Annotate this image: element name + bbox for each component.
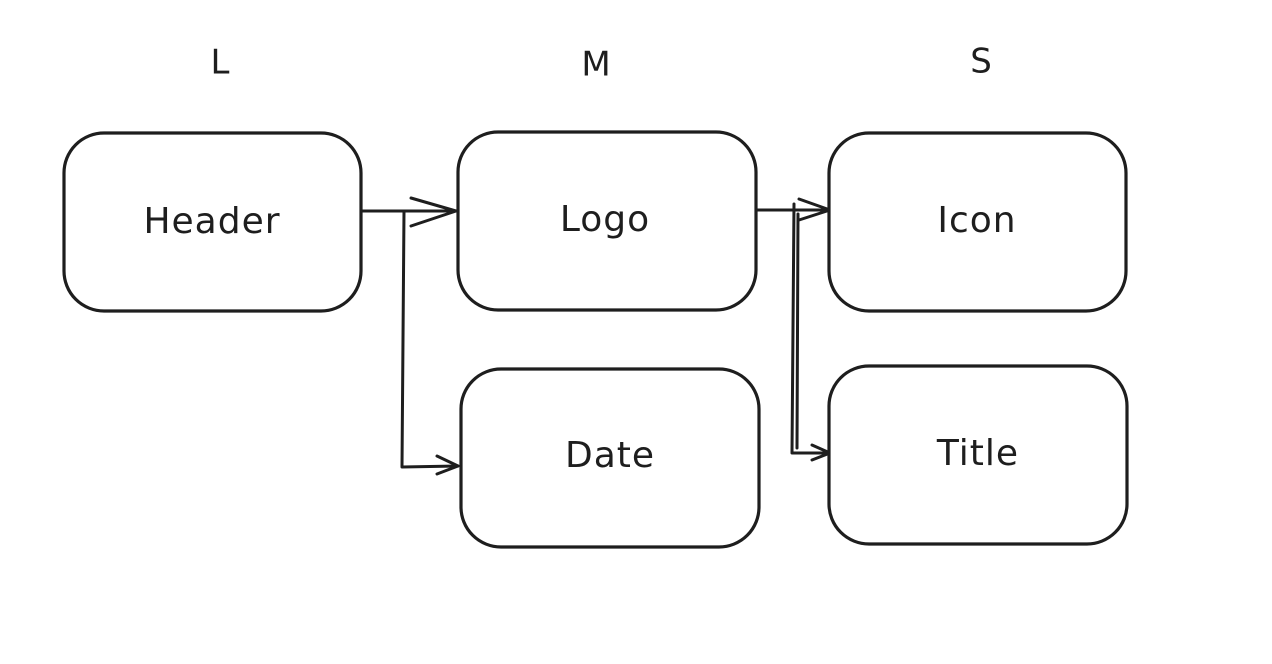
node-header: Header	[62, 131, 363, 313]
edge-header-date	[400, 209, 460, 469]
node-title: Title	[827, 364, 1129, 546]
node-title-label: Title	[936, 433, 1019, 474]
node-date: Date	[459, 367, 761, 549]
node-date-box	[459, 367, 761, 549]
node-icon-label: Icon	[937, 200, 1016, 241]
edge-logo-title	[790, 202, 832, 455]
column-label-m: M	[581, 45, 610, 85]
arrowhead-header-date	[435, 454, 460, 476]
node-icon-box	[827, 131, 1128, 313]
column-label-l: L	[211, 43, 230, 83]
edge-logo-title-double	[795, 212, 800, 450]
node-logo-label: Logo	[560, 199, 650, 240]
node-header-box	[62, 131, 363, 313]
node-logo-box	[456, 130, 758, 312]
node-logo: Logo	[456, 130, 758, 312]
column-label-s: S	[970, 42, 992, 82]
node-header-label: Header	[143, 201, 280, 242]
node-date-label: Date	[565, 435, 655, 476]
node-icon: Icon	[827, 131, 1128, 313]
arrowhead-header-logo	[409, 196, 458, 228]
node-title-box	[827, 364, 1129, 546]
